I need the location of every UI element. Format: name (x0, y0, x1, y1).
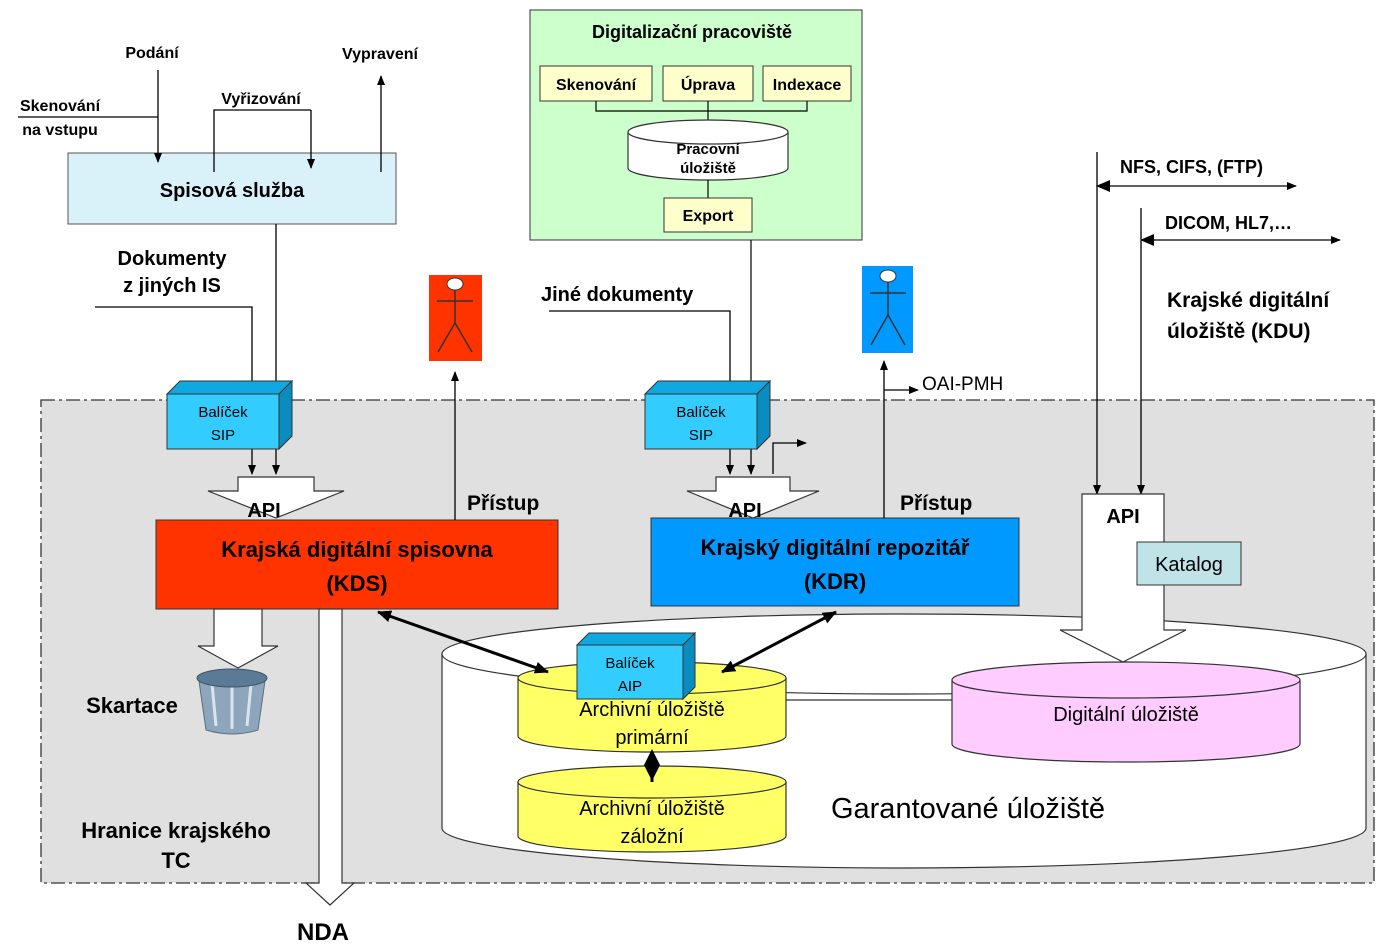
kdr-box (650, 517, 1020, 607)
vyrizovani-line (213, 109, 311, 172)
digitalni-uloziste-cylinder (951, 679, 1301, 763)
podani-label: Podání (125, 45, 179, 62)
pracovni-uloziste-top (627, 119, 789, 145)
sip2-label-1: Balíček (676, 404, 726, 421)
nda-block-arrow (304, 608, 356, 906)
kds-label-1: Krajská digitální spisovna (221, 537, 493, 562)
skenovani-vstup-label-1: Skenování (20, 98, 101, 115)
primary-backup-arrow (644, 749, 660, 781)
kds-api-block-arrow (207, 476, 345, 519)
dicom-label: DICOM, HL7,… (1165, 213, 1292, 233)
archivni-zalozni-cylinder (517, 781, 787, 853)
hranice-label-2: TC (161, 848, 190, 873)
kdr-label-1: Krajský digitální repozitář (701, 535, 970, 560)
sip2-label-2: SIP (689, 427, 713, 444)
dokumenty-label-1: Dokumenty (118, 248, 228, 270)
uprava-label: Úprava (681, 75, 735, 94)
garantovane-uloziste-label: Garantované úložiště (831, 793, 1105, 825)
kds-pristup-label: Přístup (467, 492, 539, 515)
kds-label-2: (KDS) (326, 571, 387, 596)
digitalni-uloziste-top (951, 661, 1301, 699)
skenovani-vstup-label-2: na vstupu (22, 122, 98, 139)
archivni-zalozni-label-1: Archivní úložiště (579, 798, 725, 820)
nfs-label: NFS, CIFS, (FTP) (1120, 157, 1263, 177)
katalog-label: Katalog (1155, 554, 1223, 576)
skenovani-label: Skenování (556, 77, 637, 94)
aip-cube-top (575, 632, 697, 646)
sip1-label-1: Balíček (198, 404, 248, 421)
kdr-api-block-arrow (686, 476, 820, 519)
skartace-label: Skartace (86, 693, 178, 718)
sip2-cube-top (643, 380, 772, 395)
aip-package (576, 644, 684, 700)
archivni-primarni-label-1: Archivní úložiště (579, 699, 725, 721)
kdr-label-2: (KDR) (804, 569, 866, 594)
oai-pmh-label: OAI-PMH (922, 374, 1003, 395)
dokumenty-label-2: z jiných IS (123, 275, 221, 297)
trash-bin-icon (196, 668, 268, 735)
archivni-primarni-label-2: primární (615, 727, 689, 749)
person-icon (862, 266, 913, 353)
aip-cube-side (682, 631, 696, 701)
aip-label-1: Balíček (605, 655, 655, 672)
sip2-package (644, 393, 758, 450)
kds-box (155, 519, 559, 610)
katalog-box (1136, 541, 1242, 586)
skartace-block-arrow (197, 608, 279, 669)
kdr-aip-arrow (721, 610, 837, 674)
kds-aip-arrow (377, 610, 549, 674)
archivni-zalozni-label-2: záložní (620, 826, 684, 848)
vyrizovani-label: Vyřizování (221, 91, 301, 108)
kds-api-label: API (247, 500, 280, 522)
kdu-title-1: Krajské digitální (1167, 289, 1330, 312)
digitalni-uloziste-label: Digitální úložiště (1053, 704, 1199, 726)
vypraveni-label: Vypravení (342, 46, 418, 63)
indexace-label: Indexace (773, 77, 842, 94)
indexace-box (762, 65, 852, 102)
jine-dokumenty-label: Jiné dokumenty (541, 284, 694, 306)
kdr-side-output-arrow (772, 439, 807, 474)
hranice-label-1: Hranice krajského (81, 818, 271, 843)
kdr-pristup-label: Přístup (900, 492, 972, 515)
pracovni-uloziste-label-1: Pracovní (676, 141, 740, 158)
kdu-title-2: úložiště (KDU) (1167, 320, 1311, 343)
export-label: Export (683, 208, 734, 225)
kdr-api-label: API (728, 500, 761, 522)
export-box (663, 197, 753, 233)
digitalizacni-pracoviste-title: Digitalizační pracoviště (592, 22, 792, 42)
aip-label-2: AIP (618, 678, 642, 695)
sip1-cube-top (165, 380, 294, 395)
digitalizace-connector (595, 101, 808, 112)
nda-label: NDA (297, 919, 349, 945)
kdu-api-block-arrow (1059, 493, 1187, 663)
person-icon (429, 275, 482, 361)
sip1-package (166, 393, 280, 450)
sip1-label-2: SIP (211, 427, 235, 444)
spisova-sluzba-box (67, 152, 397, 225)
skenovani-box (539, 65, 653, 102)
kdu-api-label: API (1106, 506, 1139, 528)
uprava-box (662, 65, 754, 102)
pracovni-uloziste-cylinder (627, 131, 789, 181)
spisova-sluzba-label: Spisová služba (160, 180, 305, 202)
pracovni-uloziste-label-2: úložiště (680, 160, 736, 177)
